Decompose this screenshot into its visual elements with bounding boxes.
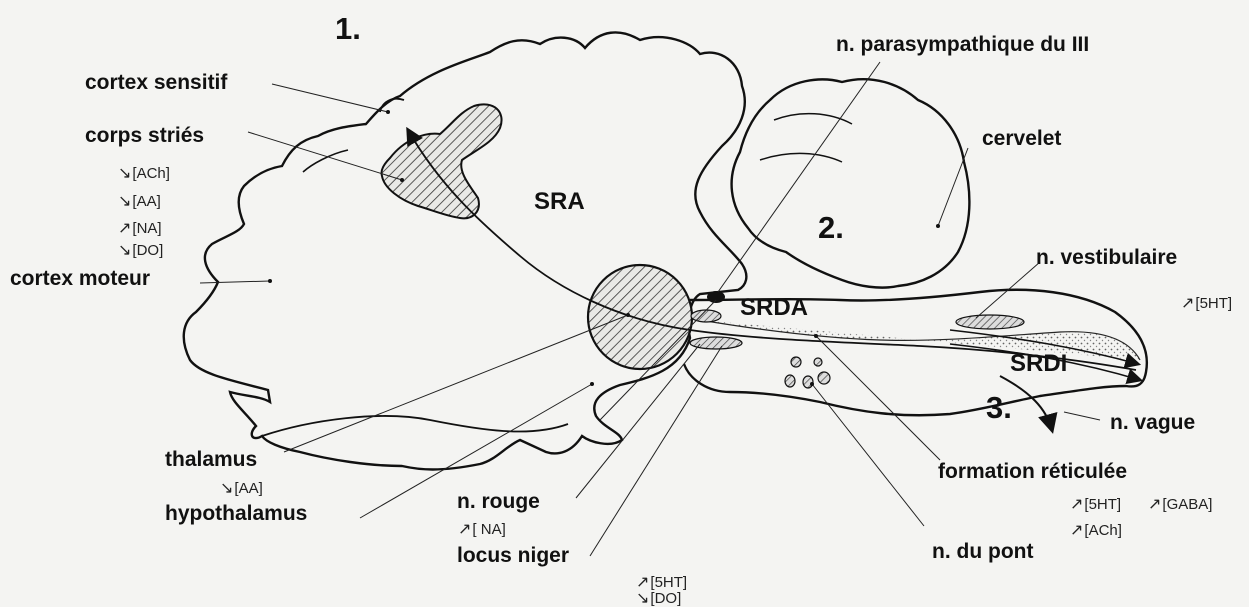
nt-arrow-icon: ↘: [118, 242, 131, 259]
srda-label: SRDA: [740, 296, 808, 320]
n-parasympathique-label: n. parasympathique du III: [836, 34, 1089, 55]
n-vestibulaire-nucleus: [956, 315, 1024, 329]
nt-striatum-na: ↗[NA]: [118, 221, 162, 237]
nt-arrow-icon: ↗: [1148, 496, 1161, 513]
n-rouge-label: n. rouge: [457, 491, 540, 512]
nt-vestibulaire-5ht: ↗[5HT]: [1181, 296, 1232, 312]
nt-arrow-icon: ↘: [220, 480, 233, 497]
nt-arrow-icon: ↗: [1070, 522, 1083, 539]
hypothalamus-label: hypothalamus: [165, 503, 307, 524]
nt-hypothalamus-aa: ↘[AA]: [220, 481, 263, 497]
division-1-label: 1.: [335, 13, 361, 44]
nt-arrow-icon: ↘: [118, 193, 131, 210]
nt-striatum-do: ↘[DO]: [118, 243, 163, 259]
nt-striatum-ach: ↘[ACh]: [118, 166, 170, 182]
formation-reticulee-label: formation réticulée: [938, 461, 1127, 482]
nt-locus-do: ↘[DO]: [636, 591, 681, 607]
nt-locus-5ht: ↗[5HT]: [636, 575, 687, 591]
thalamus-shape: [588, 265, 692, 369]
nt-arrow-icon: ↗: [118, 220, 131, 237]
nt-arrow-icon: ↗: [636, 574, 649, 591]
cortex-moteur-label: cortex moteur: [10, 268, 150, 289]
nt-arrow-icon: ↗: [458, 521, 471, 538]
n-rouge-nucleus: [691, 310, 721, 322]
corps-stries-label: corps striés: [85, 125, 204, 146]
n-du-pont-nuclei: [785, 357, 830, 388]
nt-pont-5ht: ↗[5HT]: [1070, 497, 1121, 513]
nt-arrow-icon: ↘: [636, 590, 649, 607]
nt-striatum-aa: ↘[AA]: [118, 194, 161, 210]
locus-niger-label: locus niger: [457, 545, 569, 566]
srdi-label: SRDI: [1010, 352, 1067, 376]
striatum-shape: [381, 104, 501, 218]
cervelet-label: cervelet: [982, 128, 1061, 149]
cortex-sensitif-label: cortex sensitif: [85, 72, 227, 93]
division-3-label: 3.: [986, 392, 1012, 423]
cerebrum-outline: [184, 32, 747, 469]
sra-label: SRA: [534, 190, 585, 214]
nt-arrow-icon: ↗: [1070, 496, 1083, 513]
n-vague-label: n. vague: [1110, 412, 1195, 433]
nt-pont-ach: ↗[ACh]: [1070, 523, 1122, 539]
n-du-pont-label: n. du pont: [932, 541, 1033, 562]
cerebellum-outline: [732, 79, 970, 287]
n-vestibulaire-label: n. vestibulaire: [1036, 247, 1177, 268]
thalamus-label: thalamus: [165, 449, 257, 470]
nt-arrow-icon: ↗: [1181, 295, 1194, 312]
nt-rouge-na: ↗[ NA]: [458, 522, 506, 538]
division-2-label: 2.: [818, 212, 844, 243]
nt-pont-gaba: ↗[GABA]: [1148, 497, 1212, 513]
nt-arrow-icon: ↘: [118, 165, 131, 182]
n-parasympathique-nucleus: [707, 291, 725, 303]
